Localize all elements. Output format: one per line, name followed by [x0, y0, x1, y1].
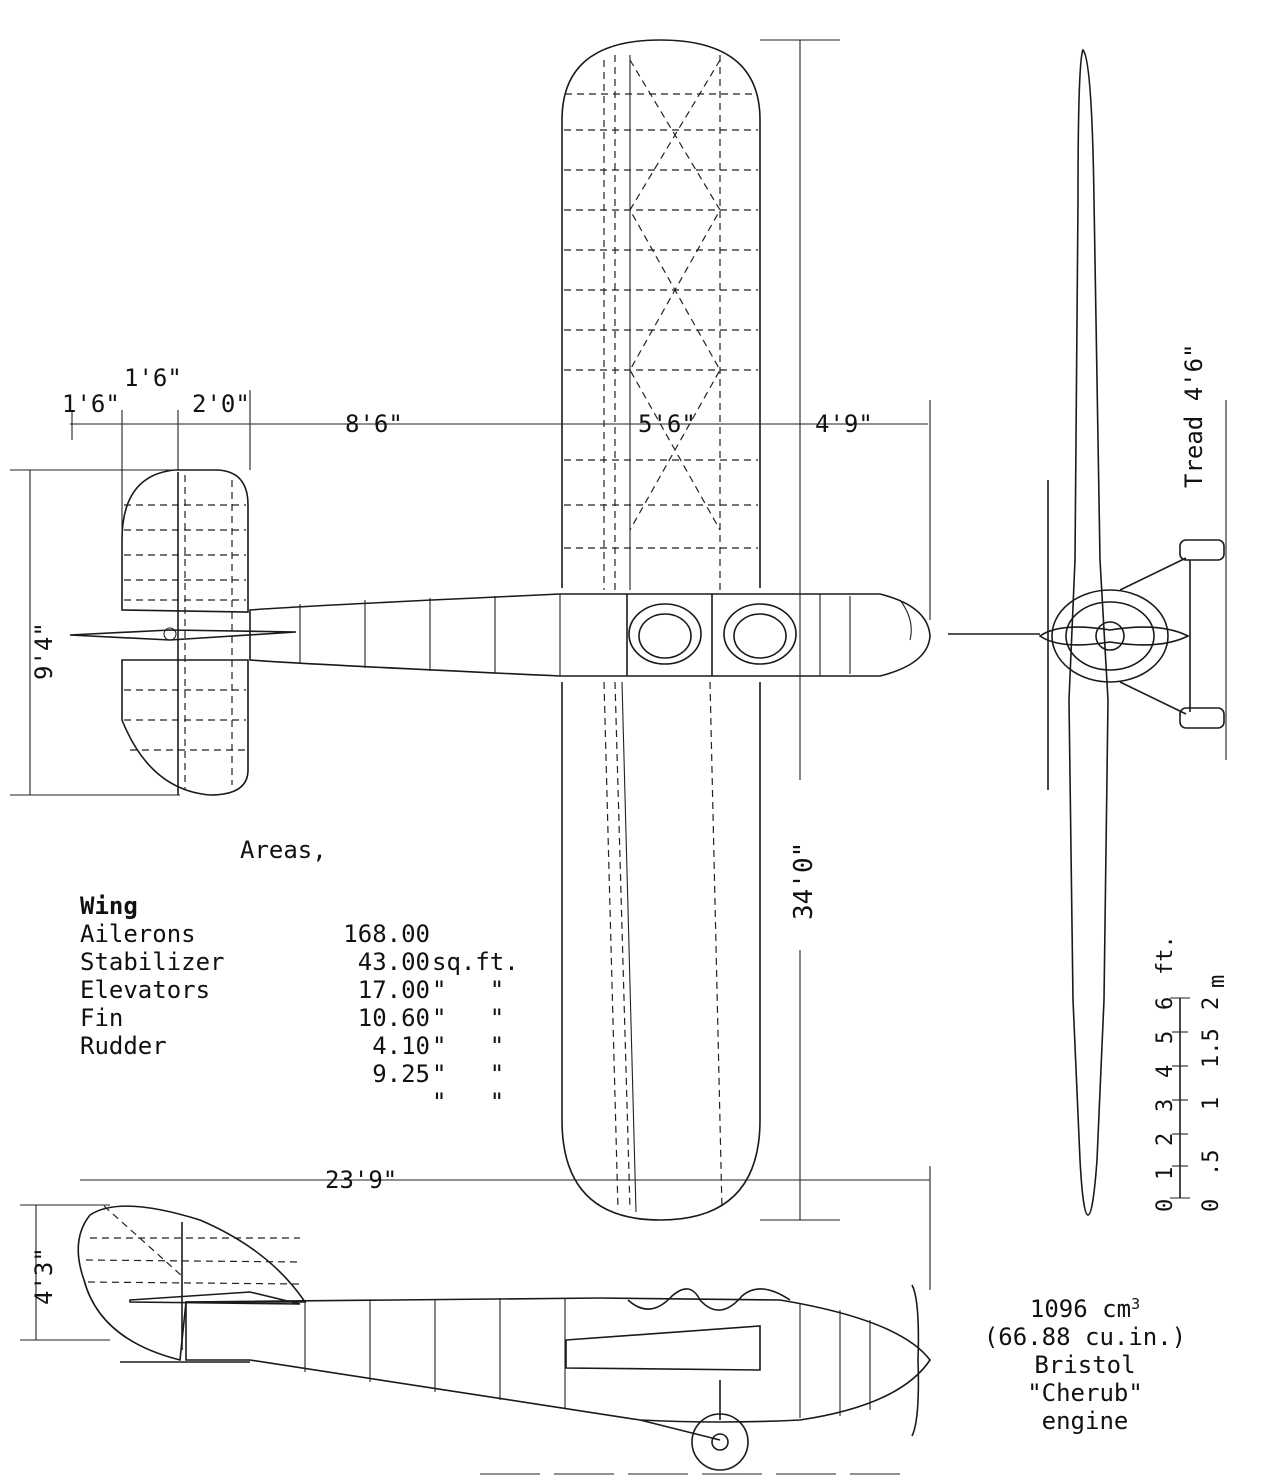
scale-feet-unit: ft.: [1153, 935, 1178, 975]
area-value: 43.00: [357, 948, 430, 976]
plan-dimensions: [10, 39, 931, 1221]
area-unit: " ": [432, 1060, 505, 1088]
areas-title: Areas,: [240, 836, 327, 864]
scale-ft-tick-6: 6: [1153, 997, 1178, 1010]
area-value: 10.60: [357, 1004, 430, 1032]
engine-displacement-exponent: 3: [1131, 1295, 1141, 1313]
dim-tail-front: 1'6": [62, 390, 120, 418]
fin-rudder: [77, 1205, 307, 1362]
scale-ft-tick-2: 2: [1153, 1133, 1178, 1146]
areas-row-fin: Fin 4.10 " ": [80, 976, 504, 1088]
scale-m-tick-3: 1.5: [1199, 1028, 1224, 1068]
scale-bar: [1170, 997, 1190, 1199]
scale-m-tick-2: 1: [1199, 1097, 1224, 1110]
area-name: Fin: [80, 1004, 124, 1032]
area-unit: " ": [432, 1032, 505, 1060]
dim-tail-mid: 1'6": [124, 364, 182, 392]
scale-ft-tick-4: 4: [1153, 1065, 1178, 1078]
tailplane-lower: [121, 659, 249, 796]
engine-make: Bristol: [1034, 1351, 1136, 1379]
area-name: Wing: [80, 892, 138, 920]
dim-tail-rear: 2'0": [192, 390, 250, 418]
area-name: Rudder: [80, 1032, 167, 1060]
engine-word: engine: [1041, 1407, 1129, 1435]
scale-meter-unit: m: [1205, 975, 1230, 988]
dim-wing-chord: 5'6": [638, 410, 696, 438]
areas-row-rudder: Rudder 9.25 " ": [80, 1004, 504, 1116]
scale-ft-tick-3: 3: [1153, 1099, 1178, 1112]
area-name: Stabilizer: [80, 948, 225, 976]
dim-overall-length: 23'9": [325, 1166, 397, 1194]
areas-row-ailerons: Ailerons 43.00 " ": [80, 892, 504, 1004]
engine-displacement: 1096 cm3: [960, 1290, 1210, 1323]
lower-wing-panel: [561, 682, 761, 1221]
dim-tread: Tread 4'6": [1180, 344, 1208, 489]
engine-model: "Cherub": [1027, 1379, 1143, 1407]
upper-wing-ribs: [564, 93, 758, 549]
scale-m-tick-4: 2: [1199, 997, 1224, 1010]
area-value: 4.10: [372, 1032, 430, 1060]
side-dimensions: [20, 1166, 931, 1341]
scale-ft-tick-0: 0: [1153, 1199, 1178, 1212]
scale-ft-tick-5: 5: [1153, 1031, 1178, 1044]
area-value: 168.00: [343, 920, 430, 948]
area-unit: " ": [432, 1004, 505, 1032]
tailplane-upper: [121, 469, 249, 613]
fuselage-side: [185, 1297, 931, 1423]
engine-note: 1096 cm3 (66.88 cu.in.) Bristol "Cherub"…: [960, 1290, 1210, 1435]
fuselage-plan: [249, 593, 931, 677]
dim-tail-to-wing: 8'6": [345, 410, 403, 438]
areas-row-elevators: Elevators 10.60 " ": [80, 948, 504, 1060]
scale-m-tick-0: 0: [1199, 1199, 1224, 1212]
areas-row-wing: Wing 168.00 sq.ft.: [80, 864, 519, 976]
area-unit: " ": [432, 976, 505, 1004]
dim-wingspan: 34'0": [789, 842, 819, 920]
front-wing: [1068, 48, 1109, 1216]
front-view: [948, 48, 1225, 1216]
area-value: 9.25: [372, 1060, 430, 1088]
dim-stabilizer-span: 9'4": [30, 622, 58, 680]
areas-row-stabilizer: Stabilizer 17.00 " ": [80, 920, 504, 1032]
engine-cu-in: (66.88 cu.in.): [983, 1323, 1187, 1351]
dim-wing-to-nose: 4'9": [815, 410, 873, 438]
scale-ft-tick-1: 1: [1153, 1167, 1178, 1180]
area-unit: sq.ft.: [432, 948, 519, 976]
side-view: [77, 1205, 931, 1475]
plan-view: [69, 39, 931, 1221]
area-name: Elevators: [80, 976, 211, 1004]
area-value: 17.00: [357, 976, 430, 1004]
area-unit: " ": [432, 1088, 505, 1116]
scale-m-tick-1: .5: [1199, 1150, 1224, 1177]
engine-displacement-text: 1096 cm: [1029, 1295, 1132, 1323]
area-name: Ailerons: [80, 920, 196, 948]
upper-wing-panel: [561, 39, 761, 588]
dim-height: 4'3": [30, 1247, 58, 1305]
